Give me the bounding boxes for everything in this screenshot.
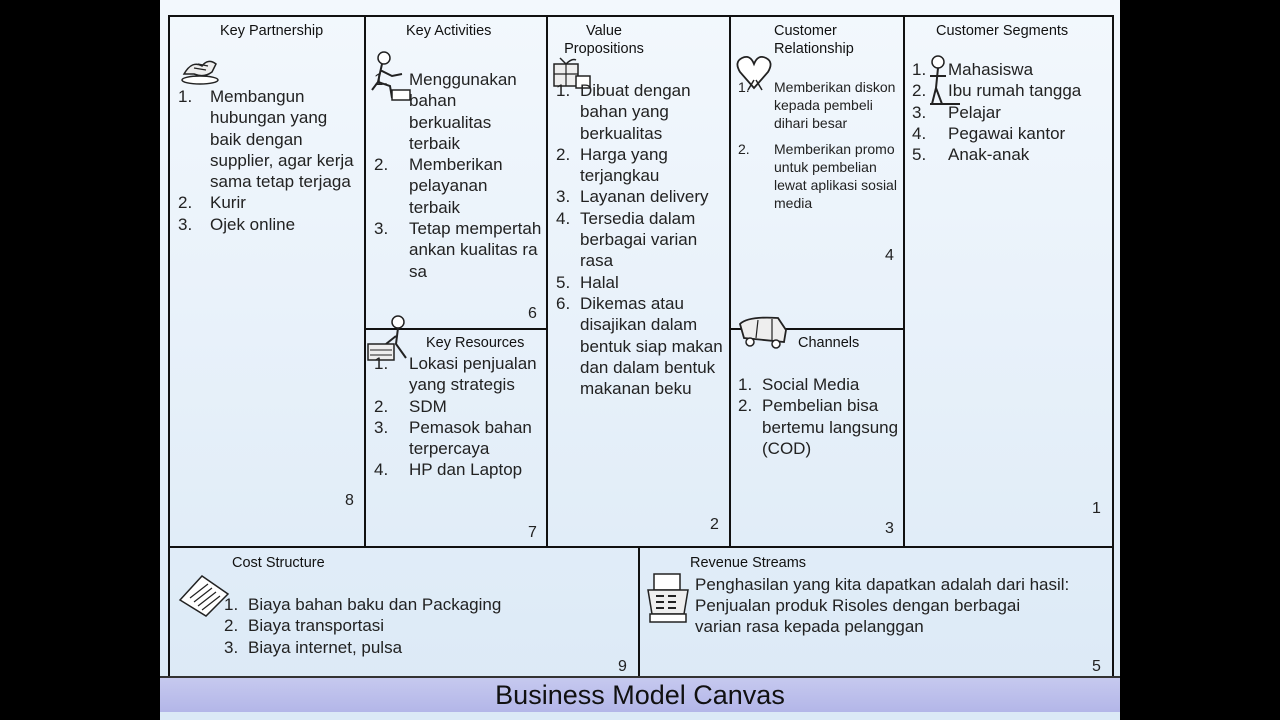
- customer-relationship-header: Customer Relationship: [774, 23, 854, 57]
- handshake-icon: [178, 52, 222, 91]
- value-propositions-header: Value Propositions: [556, 22, 656, 58]
- list-item: 6.Dikemas atau disajikan dalam bentuk si…: [556, 293, 723, 399]
- list-item: 1.Memberikan diskon kepada pembeli dihar…: [738, 79, 896, 131]
- person-icon: [924, 54, 964, 113]
- channels-list: 1.Social Media 2.Pembelian bisa bertemu …: [738, 374, 900, 459]
- title-banner: Business Model Canvas: [160, 676, 1120, 712]
- list-item: 2.Harga yang terjangkau: [556, 144, 668, 186]
- worker-icon: [368, 50, 412, 109]
- list-item: 4.HP dan Laptop: [374, 460, 523, 480]
- list-item: 2.Pembelian bisa bertemu langsung (COD): [738, 396, 899, 458]
- revenue-streams-number: 5: [1092, 658, 1101, 675]
- key-resources-number: 7: [528, 524, 537, 541]
- key-partnership-list: 1.Membangun hubungan yang baik dengan su…: [178, 86, 358, 235]
- list-item: 2.Kurir: [178, 193, 246, 213]
- list-item: 2.Memberikan promo untuk pembelian lewat…: [738, 141, 897, 211]
- revenue-line: varian rasa kepada pelanggan: [695, 617, 924, 636]
- customer-segments-list: 1.Mahasiswa 2.Ibu rumah tangga 3.Pelajar…: [912, 59, 1108, 165]
- list-item: 4.Tersedia dalam berbagai varian rasa: [556, 208, 698, 271]
- resources-icon: [366, 314, 414, 371]
- key-partnership-number: 8: [345, 492, 354, 509]
- page-title: Business Model Canvas: [495, 680, 785, 710]
- key-resources-list: 1.Lokasi penjualan yang strategis 2.SDM …: [374, 353, 542, 481]
- channels-header: Channels: [798, 335, 860, 351]
- value-propositions-header-text: Value Propositions: [564, 23, 644, 57]
- list-item: 5.Anak-anak: [912, 145, 1030, 165]
- list-item: 1.Dibuat dengan bahan yang berkualitas: [556, 81, 691, 143]
- key-activities-list: 1.Menggunakan bahan berkualitas terbaik …: [374, 69, 542, 282]
- cost-structure-header: Cost Structure: [232, 555, 325, 571]
- list-item: 1.Lokasi penjualan yang strategis: [374, 354, 537, 395]
- list-item: 1.Mahasiswa: [912, 60, 1034, 79]
- value-propositions-number: 2: [710, 516, 719, 533]
- cash-register-icon: [644, 570, 692, 631]
- revenue-streams-header: Revenue Streams: [690, 555, 807, 571]
- receipt-icon: [178, 572, 230, 623]
- cost-structure-number: 9: [618, 658, 627, 675]
- key-activities-number: 6: [528, 305, 537, 322]
- key-activities-header: Key Activities: [406, 23, 492, 39]
- key-partnership-header: Key Partnership: [220, 23, 324, 39]
- list-item: 1.Membangun hubungan yang baik dengan su…: [178, 87, 354, 192]
- customer-segments-number: 1: [1092, 500, 1101, 517]
- list-item: 1.Social Media: [738, 375, 860, 394]
- customer-segments-header: Customer Segments: [936, 23, 1069, 39]
- list-item: 2.Biaya transportasi: [224, 616, 385, 636]
- customer-relationship-number: 4: [885, 247, 894, 264]
- key-resources-header: Key Resources: [426, 335, 525, 351]
- gift-icon: [550, 54, 594, 99]
- list-item: 1.Biaya bahan baku dan Packaging: [224, 595, 502, 614]
- cost-structure-list: 1.Biaya bahan baku dan Packaging 2.Biaya…: [224, 594, 624, 658]
- list-item: 2.SDM: [374, 396, 447, 416]
- list-item: 5.Halal: [556, 272, 619, 292]
- list-item: 1.Menggunakan bahan berkualitas terbaik: [374, 70, 517, 153]
- list-item: 4.Pegawai kantor: [912, 123, 1066, 143]
- list-item: 3.Pelajar: [912, 102, 1001, 122]
- revenue-line: Penghasilan yang kita dapatkan adalah da…: [695, 575, 1070, 594]
- customer-relationship-list: 1.Memberikan diskon kepada pembeli dihar…: [736, 78, 898, 220]
- truck-icon: [738, 310, 788, 355]
- list-item: 2.Memberikan pelayanan terbaik: [374, 155, 503, 217]
- list-item: 3.Layanan delivery: [556, 187, 709, 207]
- business-model-canvas: Key Partnership 1.Membangun hubungan yan…: [160, 0, 1120, 720]
- list-item: 2.Ibu rumah tangga: [912, 81, 1082, 101]
- list-item: 3.Pemasok bahan terpercaya: [374, 417, 532, 459]
- list-item: 3.Ojek online: [178, 214, 296, 234]
- list-item: 3.Biaya internet, pulsa: [224, 637, 403, 657]
- value-propositions-list: 1.Dibuat dengan bahan yang berkualitas 2…: [556, 80, 724, 399]
- channels-number: 3: [885, 520, 894, 537]
- revenue-line: Penjualan produk Risoles dengan berbagai: [695, 596, 1021, 615]
- heart-icon: [734, 52, 774, 97]
- list-item: 3.Tetap mempertahankan kualitas rasa: [374, 219, 542, 281]
